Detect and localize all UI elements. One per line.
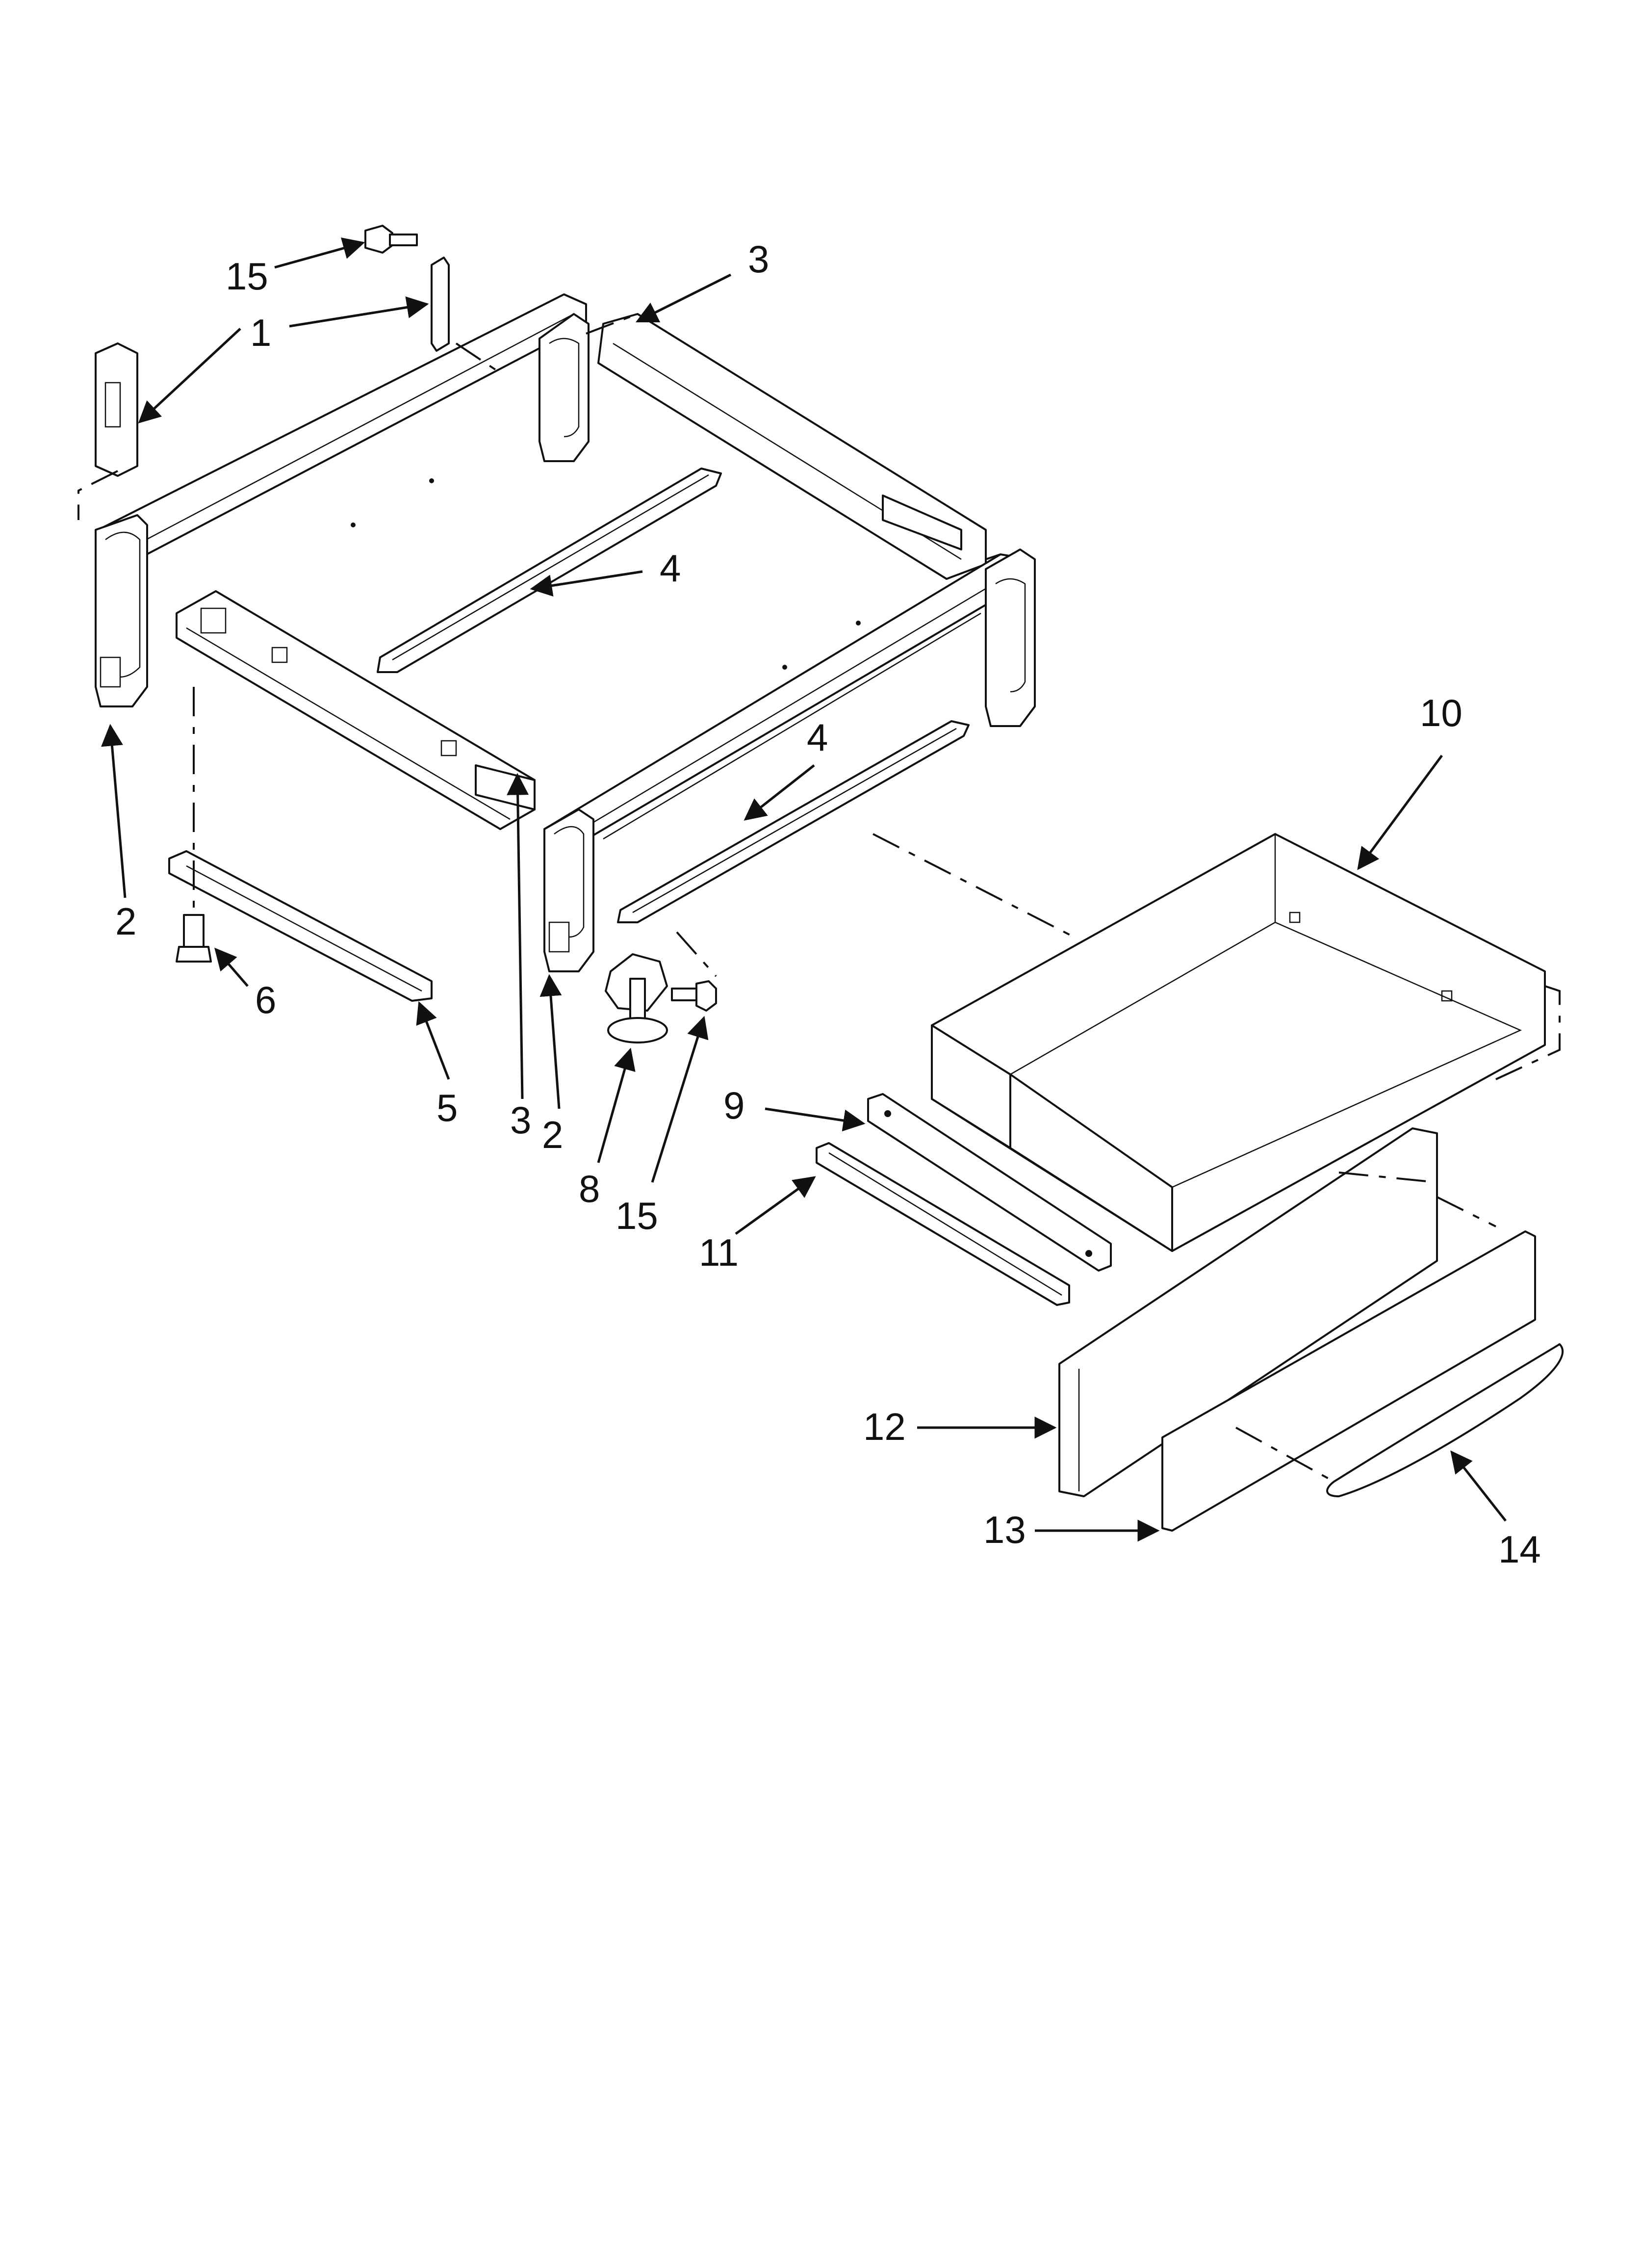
mounting-bracket-top	[431, 257, 450, 352]
drawer-slide-bracket	[867, 1093, 1112, 1272]
callout-15-bottom: 15	[616, 1194, 658, 1237]
leveling-leg	[176, 914, 212, 963]
drawer-box	[931, 833, 1546, 1252]
callout-11: 11	[699, 1231, 739, 1274]
drawer-rail-left	[168, 850, 433, 1002]
callout-13: 13	[983, 1508, 1026, 1551]
base-frame-assembly	[95, 293, 1036, 972]
mounting-bracket-left	[95, 342, 138, 477]
drawer-outer-front	[1161, 1230, 1536, 1532]
cross-brace-rear	[377, 468, 722, 673]
callout-10: 10	[1420, 691, 1462, 734]
cross-brace-front	[617, 720, 970, 923]
callout-4-front: 4	[807, 716, 828, 759]
left-side-rail	[97, 293, 587, 565]
callout-1: 1	[250, 311, 271, 354]
callout-4-rear: 4	[660, 547, 681, 590]
callout-5: 5	[436, 1086, 458, 1129]
callout-8: 8	[579, 1167, 600, 1210]
drawer-handle	[1326, 1343, 1564, 1497]
screw-top	[364, 225, 418, 254]
callout-14: 14	[1498, 1528, 1541, 1571]
drawer-slide-rail	[816, 1142, 1070, 1306]
callout-labels: 15 1 3 4 4 10 2 6 5 3 2 8 15 9 11 12 13 …	[115, 237, 1541, 1571]
alignment-lines	[77, 313, 1561, 1483]
left-rear-leg	[539, 313, 590, 462]
leader-arrows	[101, 237, 1507, 1542]
callout-15-top: 15	[226, 255, 268, 298]
screw-bottom	[671, 980, 717, 1012]
right-side-rail	[543, 553, 1031, 850]
callout-3-rear: 3	[748, 237, 769, 281]
right-rear-leg	[985, 548, 1036, 727]
callout-9: 9	[723, 1084, 744, 1127]
left-front-leg	[95, 514, 148, 707]
callout-2-left: 2	[115, 900, 136, 943]
callout-3-front: 3	[510, 1098, 531, 1142]
callout-6: 6	[255, 978, 276, 1021]
callout-2-right: 2	[542, 1113, 563, 1156]
leveler-assembly	[605, 953, 668, 1043]
drawer-inner-front	[1058, 1127, 1438, 1497]
callout-12: 12	[863, 1405, 906, 1448]
